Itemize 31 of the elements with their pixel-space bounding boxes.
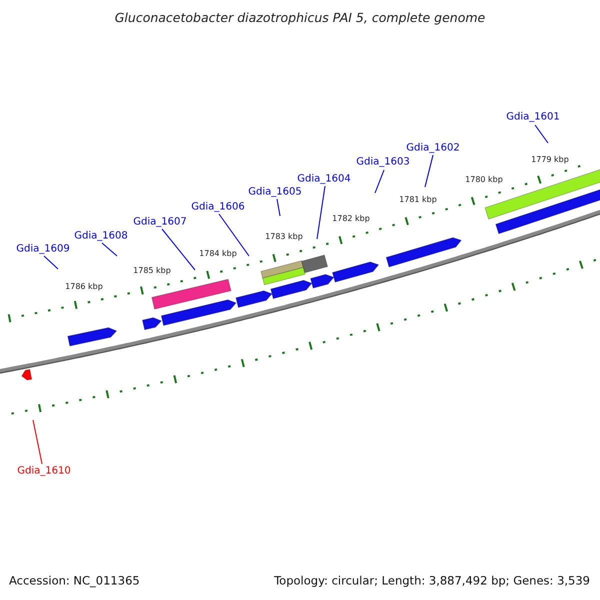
gene-label: Gdia_1601	[506, 112, 560, 122]
leader-line	[162, 228, 196, 270]
gene-label: Gdia_1603	[356, 156, 410, 168]
scale-label: 1785 kbp	[133, 267, 171, 275]
scale-label: 1780 kbp	[465, 176, 503, 184]
leader-line	[374, 170, 384, 194]
scale-label: 1783 kbp	[265, 233, 303, 241]
gene-label: Gdia_1610	[17, 466, 71, 476]
gene-label: Gdia_1605	[248, 186, 302, 198]
title: Gluconacetobacter diazotrophicus PAI 5, complete genome	[114, 11, 486, 25]
scale-label: 1779 kbp	[531, 156, 569, 164]
leader-line	[534, 124, 548, 144]
scale-label: 1781 kbp	[399, 196, 437, 204]
leader-line	[102, 242, 118, 256]
gene-label: Gdia_1608	[74, 230, 128, 242]
gene-label: Gdia_1604	[297, 174, 351, 184]
scale-label: 1782 kbp	[332, 215, 370, 223]
gene-label: Gdia_1602	[406, 142, 460, 154]
scale-label: 1784 kbp	[199, 250, 237, 258]
scale-label: 1786 kbp	[65, 283, 103, 291]
footer-text: Topology: circular; Length: 3,887,492 bp; Genes: 3,539	[274, 574, 590, 588]
leader-line	[424, 154, 434, 188]
leader-line	[32, 420, 42, 464]
leader-line	[44, 256, 58, 270]
gene-label: Gdia_1607	[133, 216, 187, 228]
gene-label: Gdia_1606	[191, 202, 245, 212]
footer-text: Accession: NC_011365	[9, 574, 140, 588]
gene-label: Gdia_1609	[16, 244, 70, 254]
leader-line	[316, 186, 326, 240]
leader-line	[218, 214, 250, 256]
leader-line	[276, 198, 280, 216]
